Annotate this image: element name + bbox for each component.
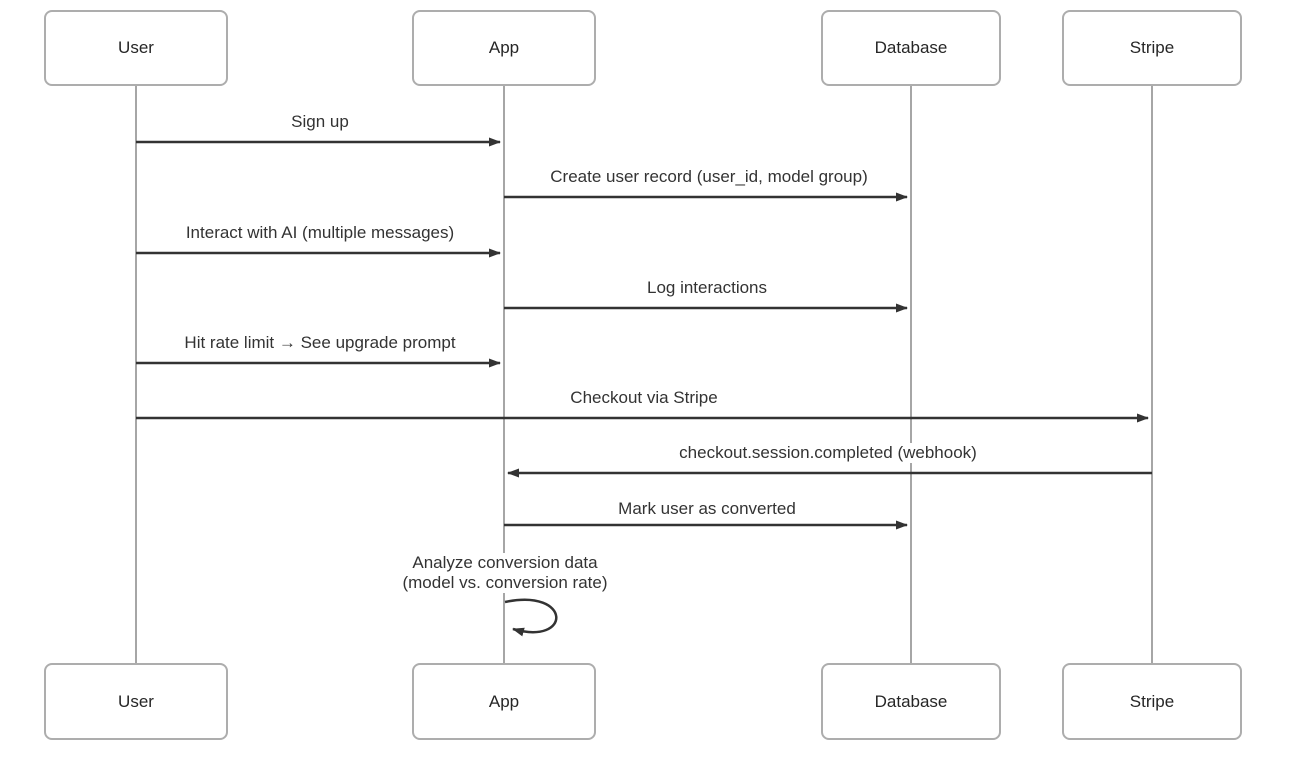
actor-label-user-top: User xyxy=(118,38,154,57)
message-label-hit-rate-limit: Hit rate limit → See upgrade prompt xyxy=(181,333,459,353)
self-loop-arrow-analyze-conversion xyxy=(504,598,558,637)
actor-label-app-top: App xyxy=(488,38,520,57)
actor-box-database-bottom: Database xyxy=(821,663,1001,740)
message-label-analyze-conversion-line1: Analyze conversion data xyxy=(409,553,601,573)
message-label-create-user-record: Create user record (user_id, model group… xyxy=(547,167,871,187)
message-label-mark-user-converted: Mark user as converted xyxy=(615,499,799,519)
message-label-log-interactions: Log interactions xyxy=(643,278,771,298)
actor-label-database-top: Database xyxy=(874,38,948,57)
actor-box-database-top: Database xyxy=(821,10,1001,86)
actor-box-user-top: User xyxy=(44,10,228,86)
message-label-sign-up: Sign up xyxy=(288,112,352,132)
actor-box-stripe-top: Stripe xyxy=(1062,10,1242,86)
actor-box-stripe-bottom: Stripe xyxy=(1062,663,1242,740)
actor-label-stripe-top: Stripe xyxy=(1129,38,1175,57)
message-label-webhook: checkout.session.completed (webhook) xyxy=(676,443,980,463)
actor-label-stripe-bottom: Stripe xyxy=(1129,691,1175,711)
actor-label-app-bottom: App xyxy=(488,691,520,711)
actor-label-database-bottom: Database xyxy=(874,691,948,711)
actor-box-user-bottom: User xyxy=(44,663,228,740)
actor-box-app-bottom: App xyxy=(412,663,596,740)
actor-box-app-top: App xyxy=(412,10,596,86)
message-label-interact-with-ai: Interact with AI (multiple messages) xyxy=(182,223,458,243)
message-label-analyze-conversion-line2: (model vs. conversion rate) xyxy=(399,573,611,593)
message-label-checkout-via-stripe: Checkout via Stripe xyxy=(567,388,721,408)
actor-label-user-bottom: User xyxy=(118,691,154,711)
